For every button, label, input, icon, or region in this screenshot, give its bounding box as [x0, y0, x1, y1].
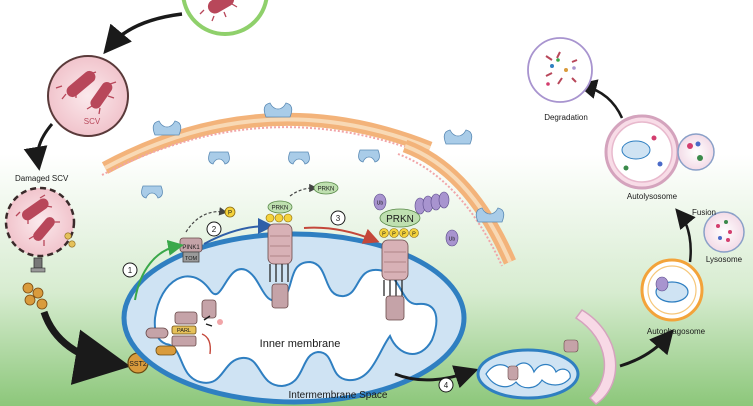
svg-text:P: P	[412, 232, 416, 238]
autolysosome-label: Autolysosome	[627, 192, 678, 201]
autophagosome: Autophagosome	[640, 258, 706, 336]
svg-text:PRKN: PRKN	[386, 214, 414, 225]
damaged-scv-label: Damaged SCV	[15, 174, 69, 183]
pink1-label: PINK1	[182, 245, 200, 251]
svg-text:PRKN: PRKN	[318, 187, 335, 193]
svg-text:1: 1	[128, 266, 133, 275]
svg-text:P: P	[392, 232, 396, 238]
svg-text:P: P	[402, 232, 406, 238]
damaged-scv	[4, 186, 76, 258]
pink1-stack-step-3: PRKN P P P P Ub Ub	[373, 191, 459, 321]
ubiquitin-chain: Ub Ub	[373, 191, 459, 247]
step-4-marker: 4	[438, 377, 454, 393]
arrow-step-2	[203, 218, 274, 245]
phagophore	[574, 309, 617, 405]
svg-text:PRKN: PRKN	[272, 206, 289, 212]
tom-label: TOM	[185, 256, 198, 262]
free-phosphate: P	[224, 206, 236, 218]
step-1-marker: 1	[122, 262, 138, 278]
svg-text:2: 2	[212, 225, 217, 234]
arrow-to-sst2	[40, 310, 131, 385]
degradation-label: Degradation	[544, 113, 588, 122]
lysosome-label: Lysosome	[706, 255, 743, 264]
lysosome: Lysosome	[703, 211, 745, 264]
step-3-marker: 3	[330, 210, 346, 226]
parl-label: PARL	[177, 328, 191, 334]
dashed-arrow-prkn	[289, 183, 318, 197]
engulfed-mitochondrion	[476, 339, 580, 400]
fusion-label: Fusion	[692, 208, 716, 217]
degradation-vesicle: Degradation	[527, 37, 593, 122]
effector-vesicles	[22, 257, 48, 310]
mitochondrion: Inner membrane Intermembrane Space	[121, 231, 467, 405]
arrow-step-4	[394, 365, 479, 389]
pink1-stack-step-2: PRKN	[265, 200, 293, 309]
cell-membrane-top	[101, 112, 433, 176]
svg-text:P: P	[228, 211, 232, 217]
arrow-to-scv	[103, 12, 183, 55]
arrow-fusion	[675, 208, 696, 263]
dashed-arrow-phospho	[185, 207, 228, 233]
step-2-marker: 2	[206, 221, 222, 237]
svg-text:3: 3	[336, 214, 341, 223]
svg-text:Ub: Ub	[449, 237, 456, 243]
arrow-to-autophagosome	[619, 329, 674, 368]
svg-text:P: P	[382, 232, 386, 238]
top-infection-cell	[181, 0, 269, 36]
inner-membrane-label: Inner membrane	[260, 338, 341, 350]
cell-membrane-right	[397, 129, 516, 267]
sst2-label: SST2	[129, 361, 147, 368]
autophagosome-label: Autophagosome	[647, 327, 706, 336]
arrow-step-3	[303, 226, 380, 244]
membrane-receptors	[141, 102, 380, 199]
autolysosome: Autolysosome	[604, 114, 715, 201]
arrow-to-damaged-scv	[23, 123, 54, 171]
svg-text:4: 4	[444, 381, 449, 390]
free-prkn: PRKN	[313, 181, 339, 195]
arrow-step-1	[134, 239, 184, 301]
svg-text:Ub: Ub	[377, 201, 384, 207]
scv-label: SCV	[84, 117, 101, 126]
scv-vacuole: SCV	[47, 55, 129, 137]
intermembrane-space-label: Intermembrane Space	[289, 390, 388, 401]
